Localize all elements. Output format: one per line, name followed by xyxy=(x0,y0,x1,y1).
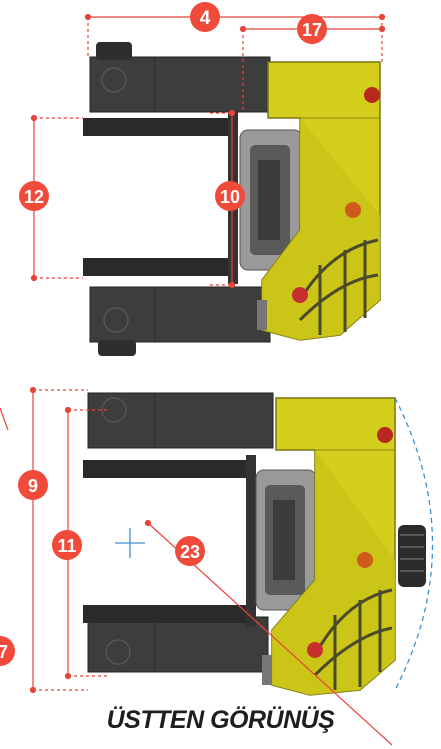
fork-upper-2 xyxy=(83,460,253,478)
svg-text:10: 10 xyxy=(220,187,240,207)
fork-lower-2 xyxy=(83,605,253,623)
lower-leg-2 xyxy=(87,616,269,673)
callout-17: 17 xyxy=(297,14,327,44)
upper-leg-2 xyxy=(87,392,274,449)
svg-text:17: 17 xyxy=(302,20,322,40)
upper-leg xyxy=(89,56,271,113)
callout-11: 11 xyxy=(52,530,82,560)
callout-10: 10 xyxy=(215,181,245,211)
view-caption: ÜSTTEN GÖRÜNÜŞ xyxy=(106,706,335,734)
svg-text:4: 4 xyxy=(200,8,211,29)
svg-text:11: 11 xyxy=(57,536,76,556)
fork-lower xyxy=(83,258,235,276)
svg-text:7: 7 xyxy=(0,642,8,662)
callout-4: 4 xyxy=(190,2,220,32)
machine-top xyxy=(83,42,381,356)
callout-12: 12 xyxy=(19,181,49,211)
turning-arc xyxy=(394,397,434,691)
callout-9: 9 xyxy=(18,470,48,500)
center-mark xyxy=(115,528,145,558)
lower-leg xyxy=(89,286,271,343)
svg-text:9: 9 xyxy=(28,476,38,496)
callout-23: 23 xyxy=(175,536,205,566)
svg-text:12: 12 xyxy=(24,187,44,207)
callout-7: 7 xyxy=(0,636,15,666)
fork-upper xyxy=(83,118,235,136)
svg-text:23: 23 xyxy=(180,542,200,562)
machine-bottom xyxy=(83,392,426,696)
